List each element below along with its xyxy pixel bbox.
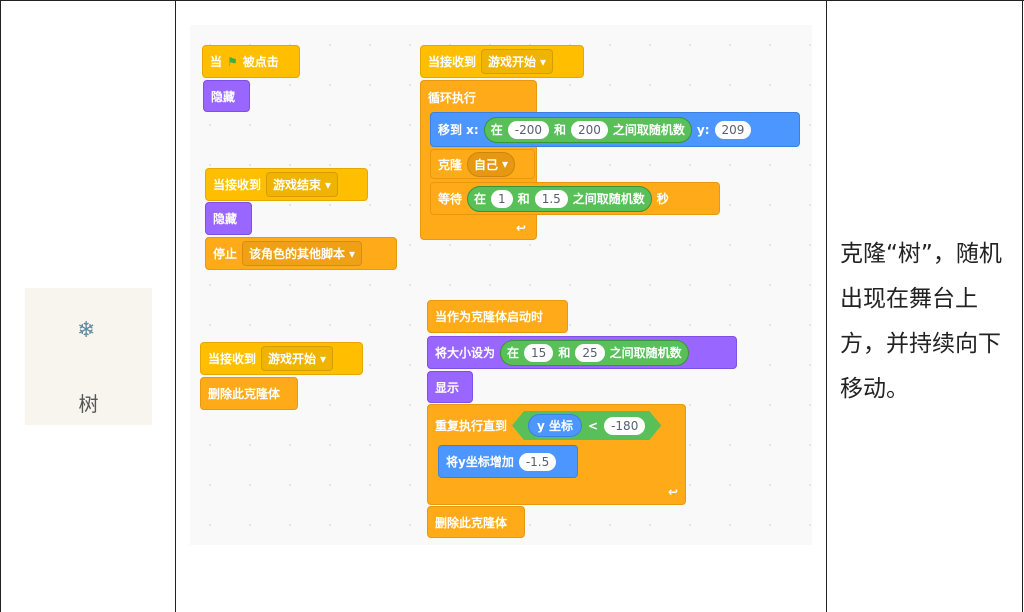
message-dropdown[interactable]: 游戏结束▾ [266, 172, 339, 197]
dropdown-value: 该角色的其他脚本 [249, 247, 346, 261]
block-label: 删除此克隆体 [435, 515, 508, 530]
dropdown-value: 游戏开始 [488, 55, 537, 69]
chevron-down-icon: ▾ [349, 246, 356, 261]
random-operator[interactable]: 在 -200 和 200 之间取随机数 [483, 116, 692, 143]
op-label: 之间取随机数 [612, 123, 685, 137]
random-operator[interactable]: 在 15 和 25 之间取随机数 [500, 339, 689, 366]
block-label: 循环执行 [428, 91, 477, 105]
loop-arrow-icon: ↩ [668, 485, 679, 499]
block-label: 显示 [435, 380, 460, 395]
chevron-down-icon: ▾ [540, 54, 547, 69]
number-input[interactable]: 1 [491, 189, 513, 208]
table-divider [175, 0, 176, 612]
op-label: 和 [558, 346, 571, 360]
stop-dropdown[interactable]: 该角色的其他脚本▾ [242, 241, 363, 266]
y-position-reporter[interactable]: y 坐标 [528, 414, 582, 437]
when-receive-block[interactable]: 当接收到 游戏结束▾ [205, 155, 368, 201]
random-operator[interactable]: 在 1 和 1.5 之间取随机数 [467, 185, 652, 212]
delete-clone-block[interactable]: 删除此克隆体 [427, 506, 525, 538]
op-label: 在 [474, 192, 487, 206]
message-dropdown[interactable]: 游戏开始▾ [261, 346, 334, 371]
hide-block[interactable]: 隐藏 [205, 202, 252, 235]
dropdown-value: 游戏开始 [268, 352, 317, 366]
op-label: 之间取随机数 [572, 192, 645, 206]
chevron-down-icon: ▾ [502, 157, 509, 171]
block-label: 当接收到 [208, 352, 257, 366]
code-area: 当 ⚑ 被点击 隐藏 当接收到 游戏结束▾ 隐藏 停止 该角色的其他脚本▾ 当接… [190, 25, 812, 545]
block-label: y: [696, 122, 710, 137]
number-input[interactable]: 209 [714, 120, 752, 139]
block-label: 删除此克隆体 [208, 387, 281, 401]
when-receive-block[interactable]: 当接收到 游戏开始▾ [420, 32, 584, 78]
set-size-block[interactable]: 将大小设为 在 15 和 25 之间取随机数 [427, 336, 737, 369]
sprite-name: 树 [78, 392, 99, 416]
number-input[interactable]: -200 [507, 120, 549, 139]
block-label: 停止 [213, 247, 238, 261]
block-label: 当接收到 [213, 178, 262, 192]
table-border-top [0, 0, 1024, 1]
number-input[interactable]: -180 [604, 417, 645, 435]
number-input[interactable]: 25 [575, 343, 605, 362]
block-label: 隐藏 [213, 212, 238, 226]
repeat-until-block[interactable]: 重复执行直到 y 坐标 < -180 ↩ [427, 404, 686, 505]
op-label: 在 [490, 123, 503, 137]
op-label: 之间取随机数 [609, 346, 682, 360]
show-block[interactable]: 显示 [427, 371, 473, 403]
op-label: 和 [517, 192, 530, 206]
hide-block[interactable]: 隐藏 [203, 80, 250, 112]
block-label: 将y坐标增加 [446, 455, 514, 469]
block-label: 当接收到 [428, 55, 477, 69]
tree-icon: ❄ [77, 318, 96, 343]
green-flag-icon: ⚑ [227, 54, 238, 69]
description-text: 克隆“树”，随机出现在舞台上方，并持续向下移动。 [840, 241, 1002, 402]
delete-clone-block[interactable]: 删除此克隆体 [200, 377, 298, 410]
goto-xy-block[interactable]: 移到 x: 在 -200 和 200 之间取随机数 y: 209 [430, 112, 800, 147]
message-dropdown[interactable]: 游戏开始▾ [481, 49, 554, 74]
number-input[interactable]: 1.5 [534, 189, 568, 208]
block-label: 被点击 [242, 55, 279, 69]
change-y-block[interactable]: 将y坐标增加 -1.5 [438, 445, 578, 478]
wait-block[interactable]: 等待 在 1 和 1.5 之间取随机数 秒 [430, 182, 720, 215]
when-flag-clicked-block[interactable]: 当 ⚑ 被点击 [202, 32, 300, 78]
block-label: 将大小设为 [435, 346, 496, 360]
block-label: 秒 [656, 192, 669, 206]
block-label: 当 [210, 55, 223, 69]
chevron-down-icon: ▾ [320, 351, 327, 366]
table-border-left [0, 0, 1, 612]
clone-dropdown[interactable]: 自己▾ [467, 151, 516, 177]
dropdown-value: 自己 [474, 157, 499, 172]
op-label: < [588, 418, 599, 433]
block-label: 重复执行直到 [435, 419, 508, 433]
clone-block[interactable]: 克隆 自己▾ [430, 149, 535, 179]
block-label: 等待 [438, 192, 463, 206]
loop-arrow-icon: ↩ [516, 221, 527, 235]
when-receive-block[interactable]: 当接收到 游戏开始▾ [200, 329, 363, 375]
op-label: 在 [507, 346, 520, 360]
op-label: 和 [553, 123, 566, 137]
stop-block[interactable]: 停止 该角色的其他脚本▾ [205, 237, 397, 270]
table-divider [826, 0, 827, 612]
less-than-operator[interactable]: y 坐标 < -180 [512, 411, 661, 440]
sprite-card[interactable]: ❄ 树 [25, 288, 152, 425]
chevron-down-icon: ▾ [325, 177, 332, 192]
block-label: 克隆 [438, 157, 463, 172]
dropdown-value: 游戏结束 [273, 178, 322, 192]
when-start-as-clone-block[interactable]: 当作为克隆体启动时 [427, 287, 568, 333]
number-input[interactable]: 200 [570, 120, 608, 139]
table-border-right [1022, 0, 1023, 612]
block-label: 隐藏 [211, 89, 236, 104]
number-input[interactable]: -1.5 [518, 452, 557, 471]
block-label: 移到 x: [438, 123, 479, 137]
block-label: 当作为克隆体启动时 [435, 310, 544, 324]
number-input[interactable]: 15 [524, 343, 554, 362]
